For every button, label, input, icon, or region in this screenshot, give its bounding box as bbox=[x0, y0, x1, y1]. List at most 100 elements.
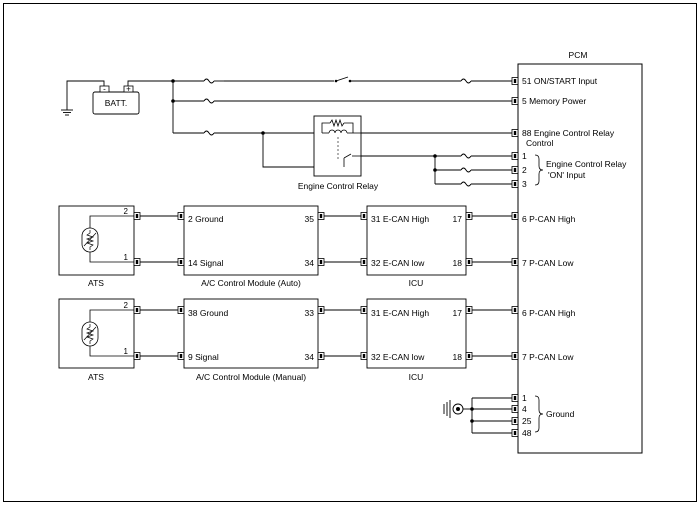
ats-sensor-manual: 2 1 ATS bbox=[58, 298, 135, 382]
icu-body bbox=[366, 298, 467, 369]
acm-body bbox=[183, 298, 319, 369]
icu-connector-17 bbox=[465, 212, 473, 220]
ac-control-module-auto: 2 Ground 14 Signal 35 34 A/C Control Mod… bbox=[183, 205, 319, 288]
ats-sensor-auto: 2 1 ATS bbox=[58, 205, 135, 288]
ats-pin-2: 2 bbox=[124, 207, 129, 216]
thermistor-icon bbox=[81, 227, 99, 253]
pcm-connector-gnd-25 bbox=[511, 417, 519, 425]
battery-ground-icon bbox=[61, 109, 73, 116]
pcm-connector-88 bbox=[511, 129, 519, 137]
pcm-ground-group: Ground bbox=[546, 409, 575, 419]
pcm-pin-ecr-on-3: 3 bbox=[522, 179, 527, 189]
pcm-connector-gnd-1 bbox=[511, 394, 519, 402]
icu-body bbox=[366, 205, 467, 276]
pcm-pin-gnd-1: 1 bbox=[522, 393, 527, 403]
fuse-icon bbox=[203, 78, 215, 84]
pcm-connector-3 bbox=[511, 180, 519, 188]
acm-connector-33 bbox=[317, 306, 325, 314]
ats-label: ATS bbox=[88, 278, 104, 288]
pcm-body bbox=[517, 63, 643, 454]
relay-label: Engine Control Relay bbox=[298, 181, 379, 191]
acm-pin-out-bottom: 34 bbox=[305, 258, 315, 268]
pcm-connector-6 bbox=[511, 212, 519, 220]
icu-connector-32 bbox=[360, 352, 368, 360]
acm-pin-out-top: 33 bbox=[305, 308, 315, 318]
icu-connector-32 bbox=[360, 258, 368, 266]
ecr-on-group-brace bbox=[534, 154, 544, 186]
battery-plus: + bbox=[126, 85, 131, 94]
relay-coil-icon bbox=[322, 129, 361, 134]
icu-pin-out-bottom: 18 bbox=[453, 352, 463, 362]
pcm-connector-7 bbox=[511, 352, 519, 360]
pcm-pin-memory-power: 5 Memory Power bbox=[522, 96, 586, 106]
pcm-connector-6 bbox=[511, 306, 519, 314]
pcm-pin-ecr-control-1: 88 Engine Control Relay bbox=[522, 128, 615, 138]
battery-minus: - bbox=[103, 85, 106, 94]
acm-body bbox=[183, 205, 319, 276]
icu-pin-ecan-high: 31 E-CAN High bbox=[371, 308, 429, 318]
icu-pin-ecan-low: 32 E-CAN low bbox=[371, 352, 425, 362]
pcm-pin-gnd-25: 25 bbox=[522, 416, 532, 426]
ats-pin-2: 2 bbox=[124, 301, 129, 310]
acm-connector-ground bbox=[177, 306, 185, 314]
ats-pin-1: 1 bbox=[124, 253, 129, 262]
pcm-connector-51 bbox=[511, 77, 519, 85]
icu-connector-18 bbox=[465, 258, 473, 266]
pcm-pin-ecr-on-1: 1 bbox=[522, 151, 527, 161]
ats-label: ATS bbox=[88, 372, 104, 382]
fuse-icon bbox=[460, 167, 472, 173]
ignition-switch-icon bbox=[334, 76, 352, 83]
pcm-connector-2 bbox=[511, 166, 519, 174]
fuse-icon bbox=[460, 78, 472, 84]
pcm-title: PCM bbox=[569, 50, 588, 60]
icu-auto: 31 E-CAN High 32 E-CAN low 17 18 ICU bbox=[366, 205, 467, 288]
fuse-icon bbox=[460, 181, 472, 187]
chassis-ground-icon bbox=[443, 400, 464, 418]
battery-label: BATT. bbox=[105, 98, 128, 108]
icu-connector-31 bbox=[360, 212, 368, 220]
fuse-icon bbox=[460, 153, 472, 159]
icu-pin-out-top: 17 bbox=[453, 214, 463, 224]
ac-control-module-manual: 38 Ground 9 Signal 33 34 A/C Control Mod… bbox=[183, 298, 319, 382]
ats-pin-1: 1 bbox=[124, 347, 129, 356]
acm-label: A/C Control Module (Manual) bbox=[196, 372, 306, 382]
icu-label: ICU bbox=[409, 372, 424, 382]
icu-connector-17 bbox=[465, 306, 473, 314]
ground-group-brace bbox=[534, 395, 544, 433]
acm-connector-ground bbox=[177, 212, 185, 220]
icu-pin-out-bottom: 18 bbox=[453, 258, 463, 268]
ats-connector-2 bbox=[133, 306, 141, 314]
acm-connector-signal bbox=[177, 258, 185, 266]
pcm-ecr-on-group-1: Engine Control Relay bbox=[546, 159, 627, 169]
acm-pin-ground: 38 Ground bbox=[188, 308, 228, 318]
pcm-pin-pcan-high-a: 6 P-CAN High bbox=[522, 214, 576, 224]
pcm-connector-gnd-48 bbox=[511, 429, 519, 437]
pcm-module: PCM bbox=[517, 50, 643, 454]
diagram-frame bbox=[3, 3, 697, 502]
icu-connector-18 bbox=[465, 352, 473, 360]
battery: BATT. - + bbox=[92, 85, 140, 115]
acm-pin-ground: 2 Ground bbox=[188, 214, 224, 224]
acm-label: A/C Control Module (Auto) bbox=[201, 278, 301, 288]
pcm-connector-gnd-4 bbox=[511, 405, 519, 413]
pcm-pin-ecr-on-2: 2 bbox=[522, 165, 527, 175]
ats-connector-1 bbox=[133, 258, 141, 266]
pcm-ecr-on-group-2: 'ON' Input bbox=[548, 170, 586, 180]
acm-connector-35 bbox=[317, 212, 325, 220]
resistor-icon bbox=[321, 118, 354, 133]
fuse-icon bbox=[203, 130, 215, 136]
pcm-pin-on-start: 51 ON/START Input bbox=[522, 76, 598, 86]
pcm-pin-pcan-high-b: 6 P-CAN High bbox=[522, 308, 576, 318]
icu-manual: 31 E-CAN High 32 E-CAN low 17 18 ICU bbox=[366, 298, 467, 382]
pcm-connector-7 bbox=[511, 258, 519, 266]
acm-pin-signal: 14 Signal bbox=[188, 258, 224, 268]
pcm-pin-gnd-4: 4 bbox=[522, 404, 527, 414]
pcm-connector-5 bbox=[511, 97, 519, 105]
fuse-icon bbox=[203, 98, 215, 104]
icu-pin-out-top: 17 bbox=[453, 308, 463, 318]
thermistor-icon bbox=[81, 321, 99, 347]
pcm-pin-gnd-48: 48 bbox=[522, 428, 532, 438]
pcm-pin-pcan-low-a: 7 P-CAN Low bbox=[522, 258, 574, 268]
acm-pin-signal: 9 Signal bbox=[188, 352, 219, 362]
